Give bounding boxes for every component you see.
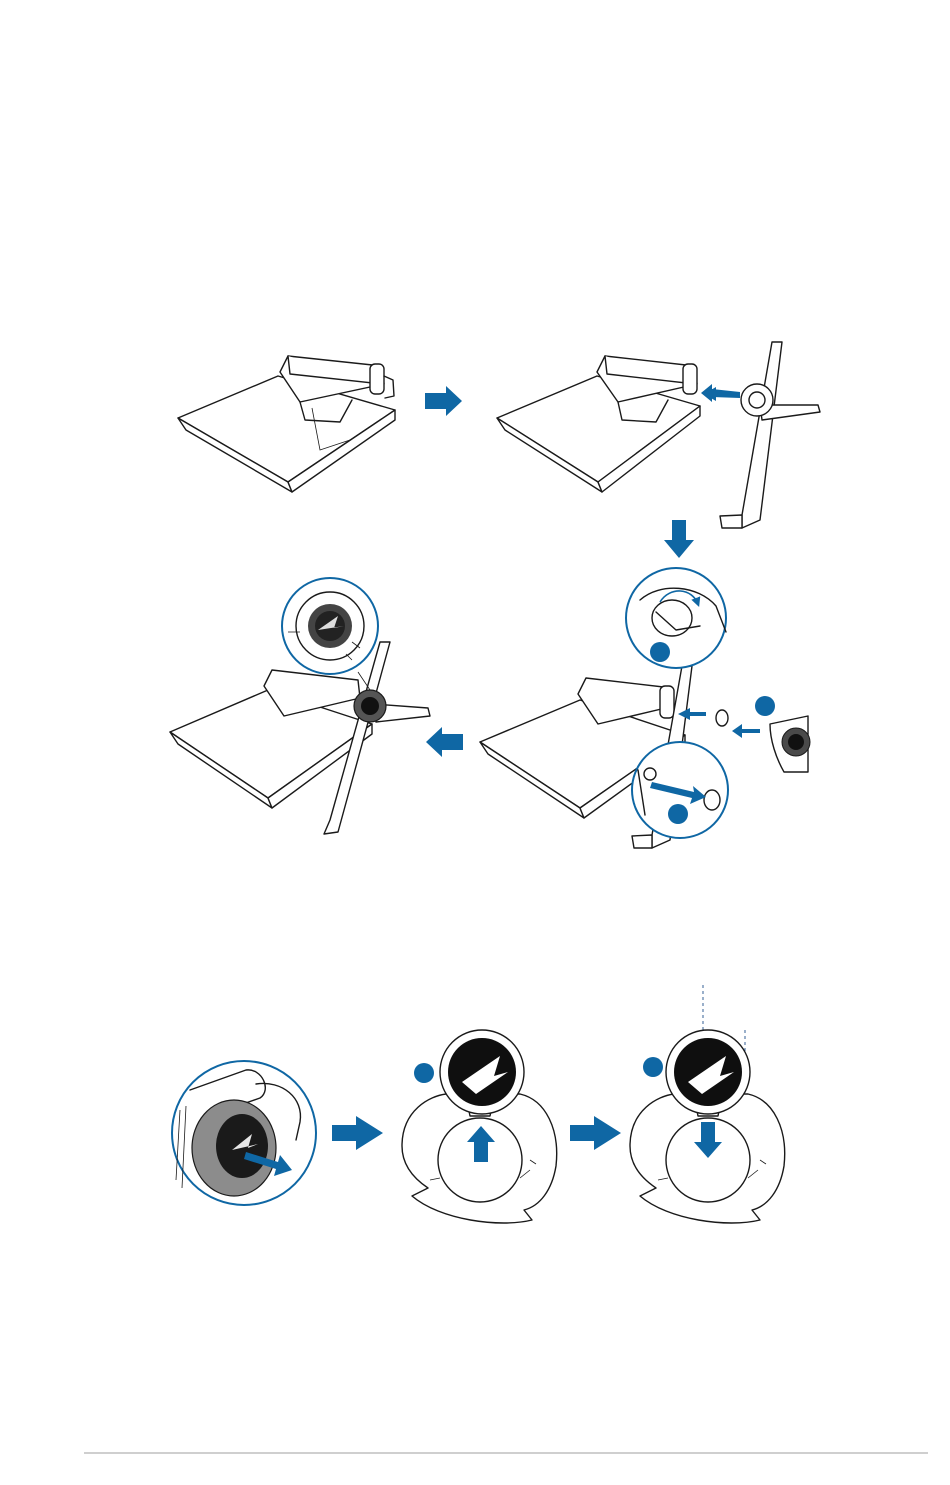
press-logo-cap-panel bbox=[630, 985, 785, 1223]
pull-cover-panel bbox=[172, 1061, 316, 1205]
arrow-right-icon bbox=[332, 1116, 383, 1150]
arrow-right-icon bbox=[570, 1116, 621, 1150]
step-marker-b bbox=[414, 1063, 434, 1083]
step-marker-c bbox=[643, 1057, 663, 1077]
footer-rule bbox=[84, 1452, 928, 1454]
insert-logo-cap-panel bbox=[402, 1030, 557, 1223]
